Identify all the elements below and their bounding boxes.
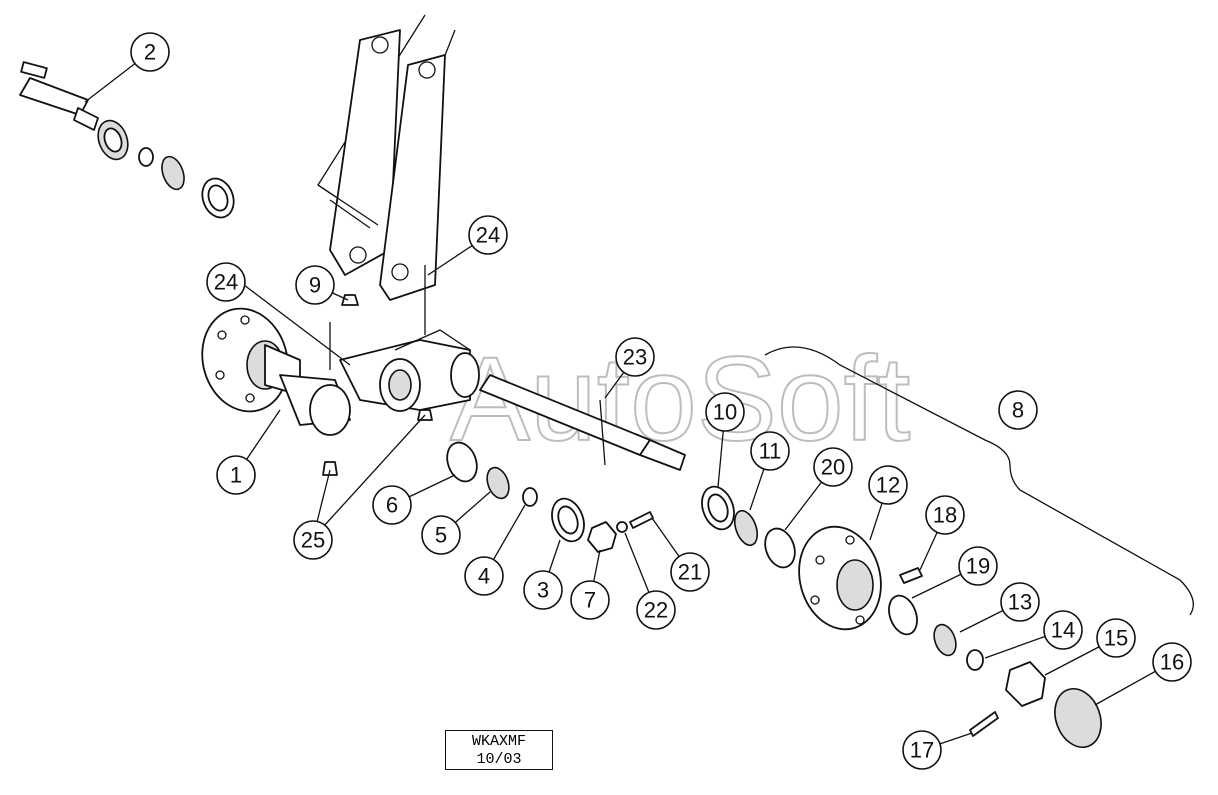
callout-4: 4: [464, 556, 504, 596]
callout-label: 14: [1051, 618, 1075, 643]
callout-label: 20: [821, 455, 845, 480]
wheel-hub: [798, 525, 923, 631]
callout-1: 1: [216, 455, 256, 495]
callout-label: 1: [230, 463, 242, 488]
callout-7: 7: [570, 580, 610, 620]
callout-21: 21: [670, 552, 710, 592]
callout-label: 25: [301, 528, 325, 553]
callout-label: 24: [214, 270, 238, 295]
pivot-housing: [322, 265, 480, 476]
callout-label: 22: [644, 598, 668, 623]
drawing-code: WKAXMF: [471, 733, 526, 750]
callout-23: 23: [615, 337, 655, 377]
drawing-code-label: WKAXMF 10/03: [445, 730, 553, 770]
left-hub: [201, 307, 351, 436]
callout-12: 12: [868, 465, 908, 505]
callout-19: 19: [958, 546, 998, 586]
callout-label: 24: [476, 223, 500, 248]
callout-label: 9: [309, 273, 321, 298]
callout-label: 11: [759, 439, 782, 464]
callout-2: 2: [130, 32, 170, 72]
pivot-pin-assembly: [19, 61, 235, 219]
callout-14: 14: [1043, 610, 1083, 650]
callout-label: 7: [584, 588, 596, 613]
callout-label: 15: [1104, 626, 1128, 651]
callout-label: 4: [478, 564, 490, 589]
callout-label: 8: [1012, 398, 1024, 423]
callout-8: 8: [998, 390, 1038, 430]
callout-label: 10: [713, 400, 737, 425]
drawing-date: 10/03: [476, 751, 522, 768]
callout-15: 15: [1096, 618, 1136, 658]
callout-label: 12: [876, 473, 900, 498]
callout-label: 13: [1008, 590, 1032, 615]
callout-16: 16: [1152, 642, 1192, 682]
callout-label: 23: [623, 345, 647, 370]
inner-bearing-parts: [446, 441, 654, 553]
callout-label: 2: [144, 40, 156, 65]
callout-label: 3: [537, 578, 549, 603]
callout-10: 10: [705, 392, 745, 432]
callout-24-right: 24: [468, 215, 508, 255]
callout-9: 9: [295, 265, 335, 305]
callout-11: 11: [750, 431, 790, 471]
hub-cap-parts: [888, 594, 1102, 748]
callout-22: 22: [636, 590, 676, 630]
assembly-bracket: [764, 346, 1194, 616]
callout-label: 21: [678, 560, 702, 585]
callout-label: 6: [386, 493, 398, 518]
callout-label: 19: [966, 554, 990, 579]
spindle-shaft: [479, 374, 686, 471]
callout-label: 17: [910, 738, 934, 763]
callout-label: 18: [933, 503, 957, 528]
callout-25: 25: [293, 520, 333, 560]
callout-20: 20: [813, 447, 853, 487]
callout-13: 13: [1000, 582, 1040, 622]
callout-24-left: 24: [206, 262, 246, 302]
callout-label: 16: [1160, 650, 1184, 675]
callout-6: 6: [372, 485, 412, 525]
frame-arms: [317, 14, 456, 301]
callout-5: 5: [421, 515, 461, 555]
callout-3: 3: [523, 570, 563, 610]
callout-label: 5: [435, 523, 447, 548]
callout-17: 17: [902, 730, 942, 770]
callout-18: 18: [925, 495, 965, 535]
outer-bearing-parts: [701, 485, 796, 569]
